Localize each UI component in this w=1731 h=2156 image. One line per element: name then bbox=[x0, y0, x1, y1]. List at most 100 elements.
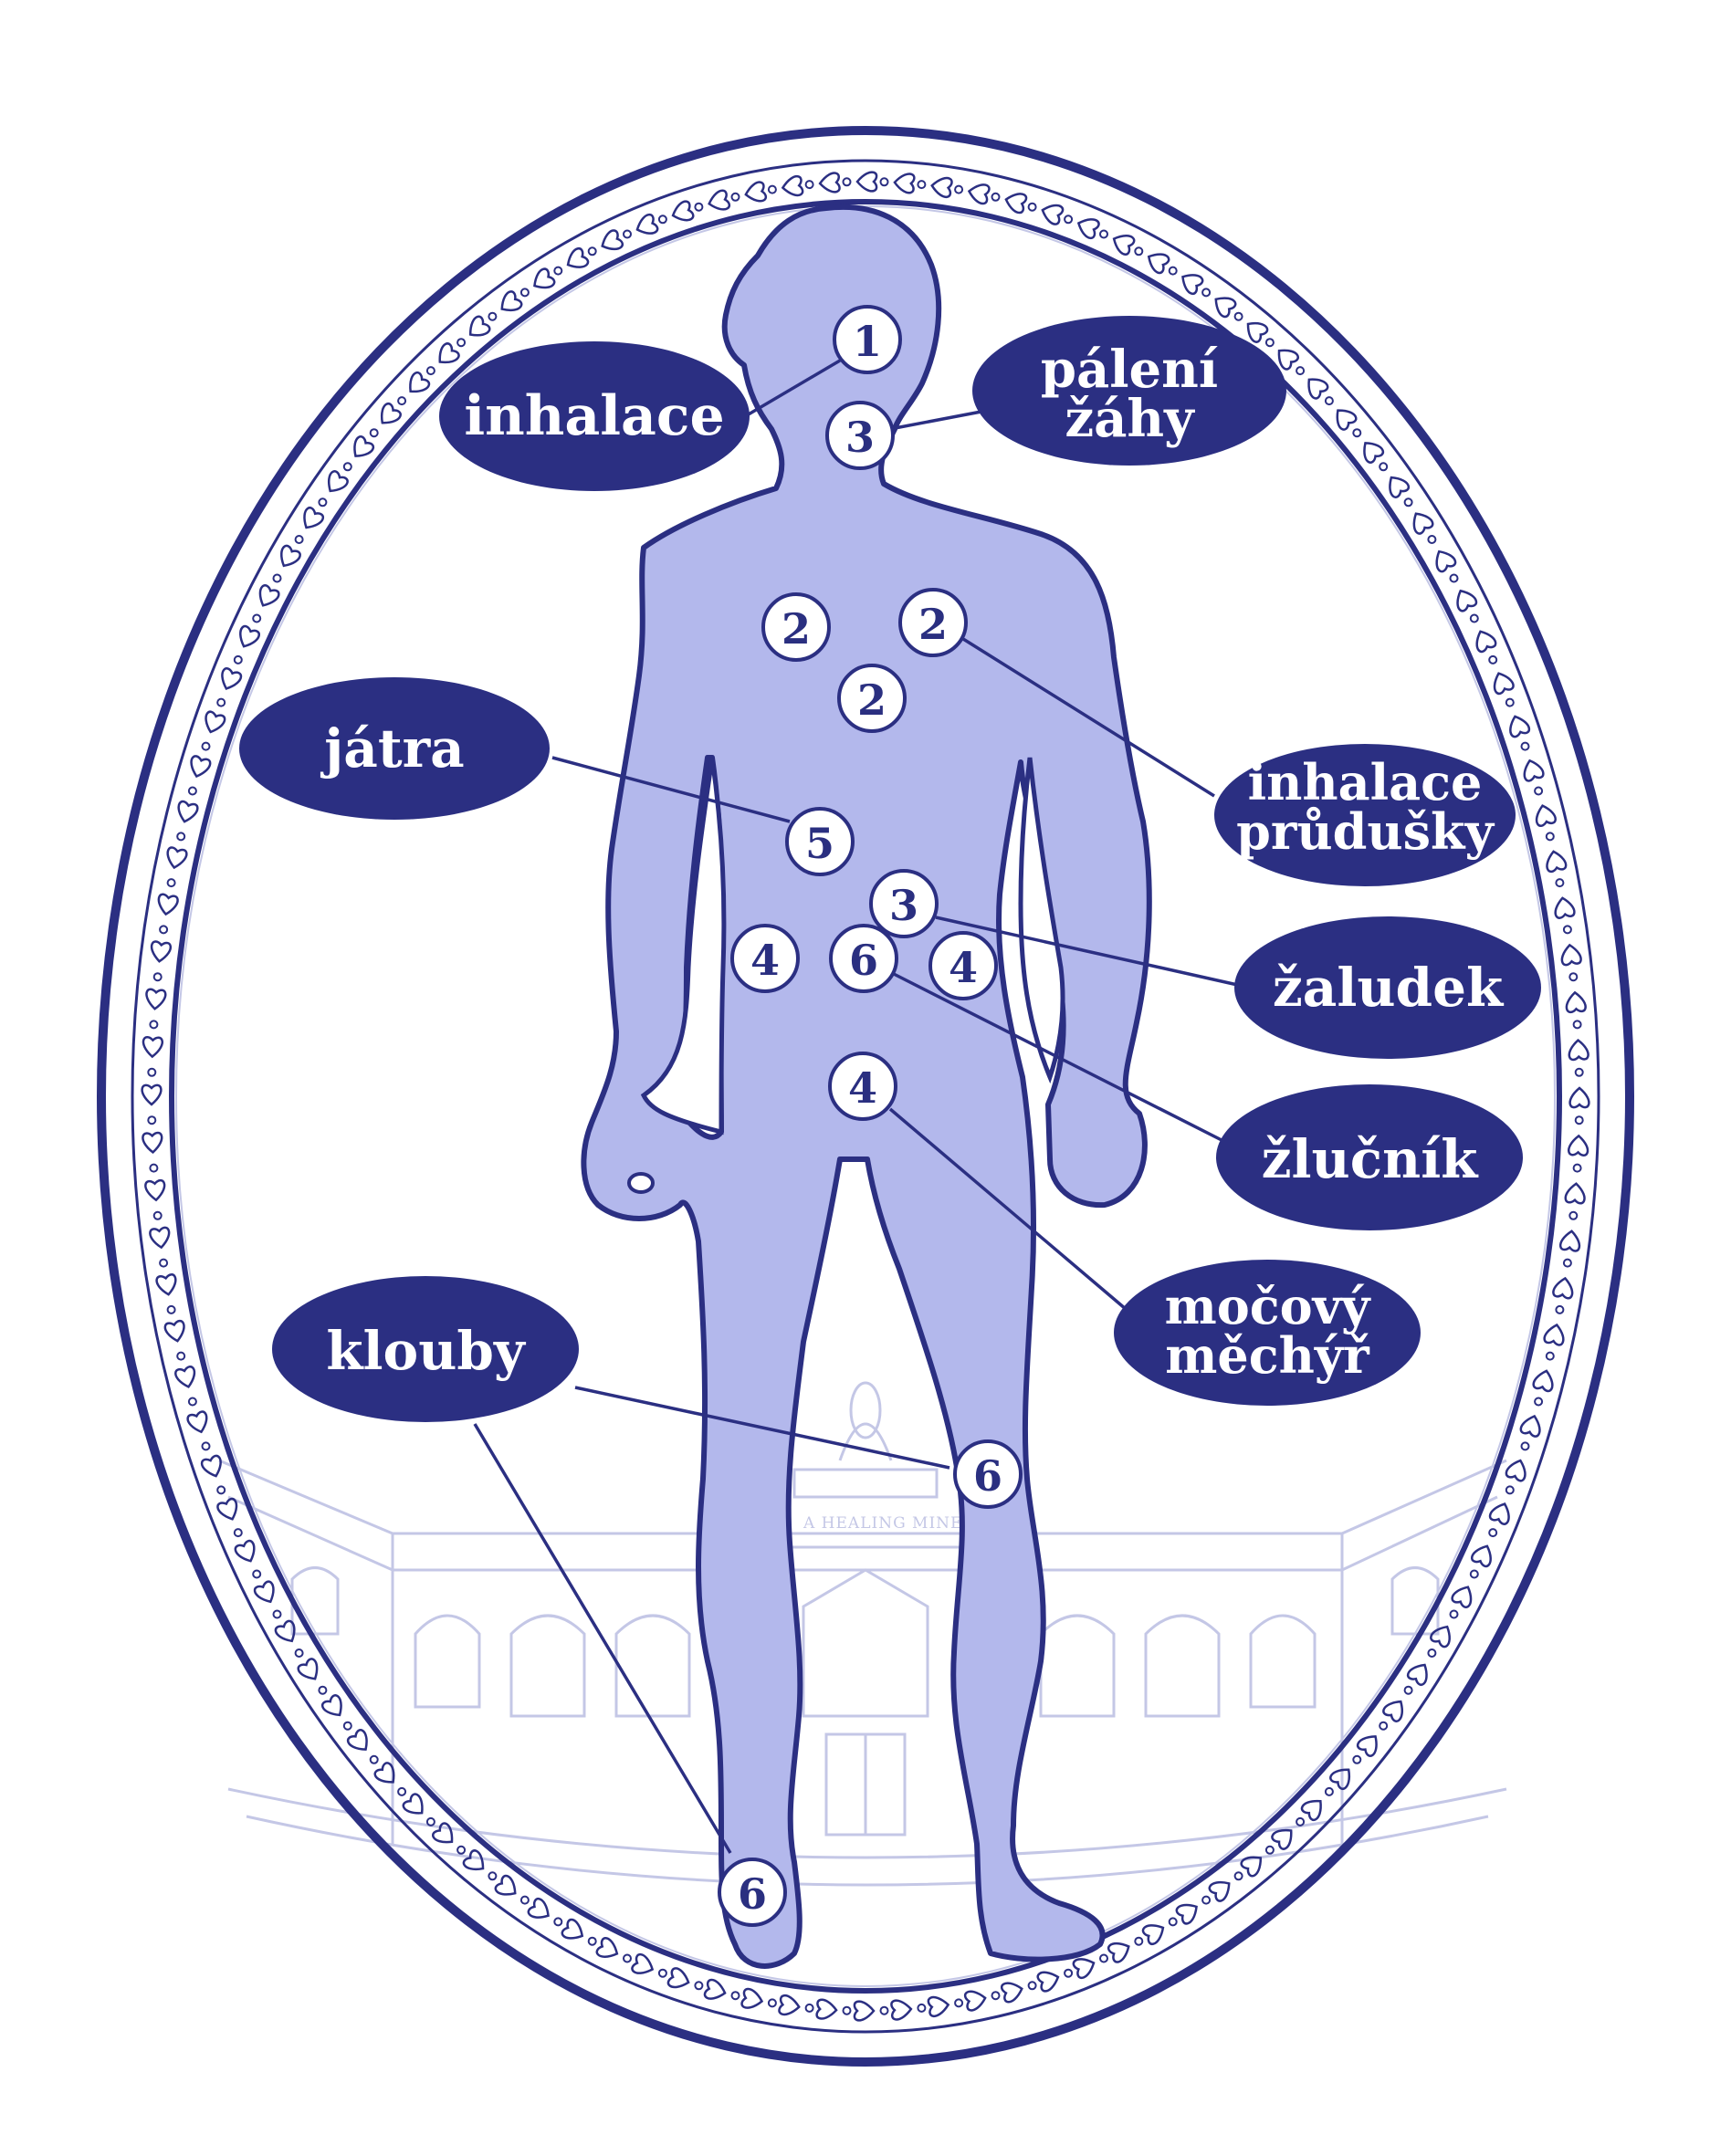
ornament-loop bbox=[152, 972, 163, 982]
ornament-loop bbox=[1134, 1936, 1144, 1946]
heart-ornament bbox=[380, 402, 402, 424]
ornament-loop bbox=[1534, 1397, 1544, 1407]
ornament-loop bbox=[187, 1397, 197, 1407]
label-prudusky-line2: průdušky bbox=[1236, 802, 1495, 861]
marker-neck: 3 bbox=[825, 401, 895, 470]
ornament-loop bbox=[1352, 428, 1362, 438]
heart-ornament bbox=[533, 267, 556, 289]
ornament-loop bbox=[1099, 229, 1108, 239]
heart-ornament bbox=[1554, 896, 1576, 919]
ornament-loop bbox=[1574, 1115, 1584, 1125]
label-zaludek: žaludek bbox=[1234, 916, 1541, 1059]
label-paleni-line2: žáhy bbox=[1065, 389, 1195, 449]
heart-ornament bbox=[1336, 409, 1358, 431]
ornament-loop bbox=[879, 2005, 889, 2015]
svg-text:6: 6 bbox=[973, 1451, 1002, 1501]
heart-ornament bbox=[1072, 1958, 1096, 1980]
ornament-loop bbox=[519, 288, 530, 298]
ornament-loop bbox=[233, 654, 243, 665]
ornament-loop bbox=[369, 428, 379, 438]
heart-ornament bbox=[373, 1762, 395, 1784]
label-klouby-text: klouby bbox=[326, 1320, 527, 1382]
ornament-loop bbox=[1469, 1569, 1479, 1579]
heart-ornament bbox=[239, 624, 260, 648]
heart-ornament bbox=[708, 189, 730, 211]
ornament-loop bbox=[147, 1067, 157, 1077]
ornament-loop bbox=[201, 741, 211, 751]
heart-ornament bbox=[166, 846, 188, 870]
ornament-loop bbox=[425, 366, 435, 376]
heart-ornament bbox=[468, 315, 491, 337]
ornament-loop bbox=[1233, 1871, 1243, 1881]
svg-text:4: 4 bbox=[750, 936, 780, 985]
ornament-loop bbox=[1568, 1210, 1579, 1220]
svg-text:3: 3 bbox=[889, 881, 918, 930]
ornament-loop bbox=[767, 184, 777, 194]
heart-ornament bbox=[1475, 630, 1497, 654]
heart-ornament bbox=[1451, 1586, 1473, 1608]
ornament-loop bbox=[1545, 832, 1555, 842]
heart-ornament bbox=[666, 1967, 690, 1989]
svg-text:6: 6 bbox=[849, 936, 878, 985]
ornament-loop bbox=[553, 266, 563, 276]
ornament-loop bbox=[1520, 741, 1530, 751]
marker-chest-left: 2 bbox=[761, 592, 831, 662]
heart-ornament bbox=[1559, 1230, 1581, 1252]
heart-ornament bbox=[1277, 349, 1299, 371]
heart-ornament bbox=[258, 584, 280, 607]
heart-ornament bbox=[163, 1319, 185, 1343]
heart-ornament bbox=[1546, 850, 1568, 874]
ornament-loop bbox=[1534, 786, 1544, 796]
ornament-loop bbox=[159, 925, 169, 935]
heart-ornament bbox=[174, 1366, 196, 1388]
heart-ornament bbox=[177, 800, 199, 823]
ornament-loop bbox=[1572, 1020, 1582, 1030]
label-inhalace-text: inhalace bbox=[464, 384, 724, 448]
ornament-loop bbox=[294, 535, 304, 544]
label-zlucnik-text: žlučník bbox=[1262, 1128, 1480, 1190]
heart-ornament bbox=[297, 1658, 319, 1680]
heart-ornament bbox=[144, 1178, 166, 1202]
heart-ornament bbox=[353, 435, 375, 457]
ornament-loop bbox=[917, 180, 927, 190]
ornament-loop bbox=[1264, 338, 1275, 348]
heart-ornament bbox=[1552, 1276, 1574, 1300]
marker-chest-right: 2 bbox=[898, 588, 968, 657]
heart-ornament bbox=[1181, 274, 1204, 295]
heart-ornament bbox=[1535, 804, 1557, 827]
ornament-loop bbox=[623, 229, 632, 239]
ornament-loop bbox=[1352, 1754, 1362, 1764]
heart-ornament bbox=[1271, 1828, 1293, 1850]
heart-ornament bbox=[1568, 1134, 1589, 1156]
heart-ornament bbox=[527, 1898, 550, 1919]
ornament-loop bbox=[176, 1351, 186, 1361]
ornament-loop bbox=[1427, 1648, 1437, 1658]
marker-throat: 1 bbox=[833, 305, 902, 374]
heart-ornament bbox=[778, 1994, 801, 2016]
heart-ornament bbox=[438, 342, 460, 364]
heart-ornament bbox=[1041, 204, 1065, 225]
ornament-loop bbox=[149, 1020, 159, 1030]
heart-ornament bbox=[280, 544, 301, 568]
ornament-loop bbox=[1555, 1304, 1565, 1314]
label-mocovy-mechyr: močový měchýř bbox=[1114, 1260, 1421, 1406]
marker-chest-center: 2 bbox=[837, 664, 907, 733]
svg-text:4: 4 bbox=[949, 943, 978, 992]
heart-ornament bbox=[1307, 378, 1329, 400]
ornament-loop bbox=[1469, 613, 1479, 623]
ornament-loop bbox=[1449, 573, 1459, 583]
label-inhalace-prudusky: inhalace průdušky bbox=[1214, 744, 1516, 886]
ornament-loop bbox=[1064, 215, 1074, 225]
ornament-loop bbox=[425, 1816, 435, 1826]
heart-ornament bbox=[1240, 1856, 1263, 1878]
heart-ornament bbox=[500, 290, 523, 312]
svg-text:2: 2 bbox=[782, 604, 811, 654]
ornament-loop bbox=[488, 311, 498, 321]
heart-ornament bbox=[1036, 1971, 1060, 1993]
ornament-loop bbox=[1505, 1485, 1515, 1495]
heart-ornament bbox=[1141, 1924, 1165, 1945]
heart-ornament bbox=[1543, 1323, 1565, 1346]
heart-ornament bbox=[200, 1454, 222, 1478]
heart-ornament bbox=[321, 1694, 342, 1717]
